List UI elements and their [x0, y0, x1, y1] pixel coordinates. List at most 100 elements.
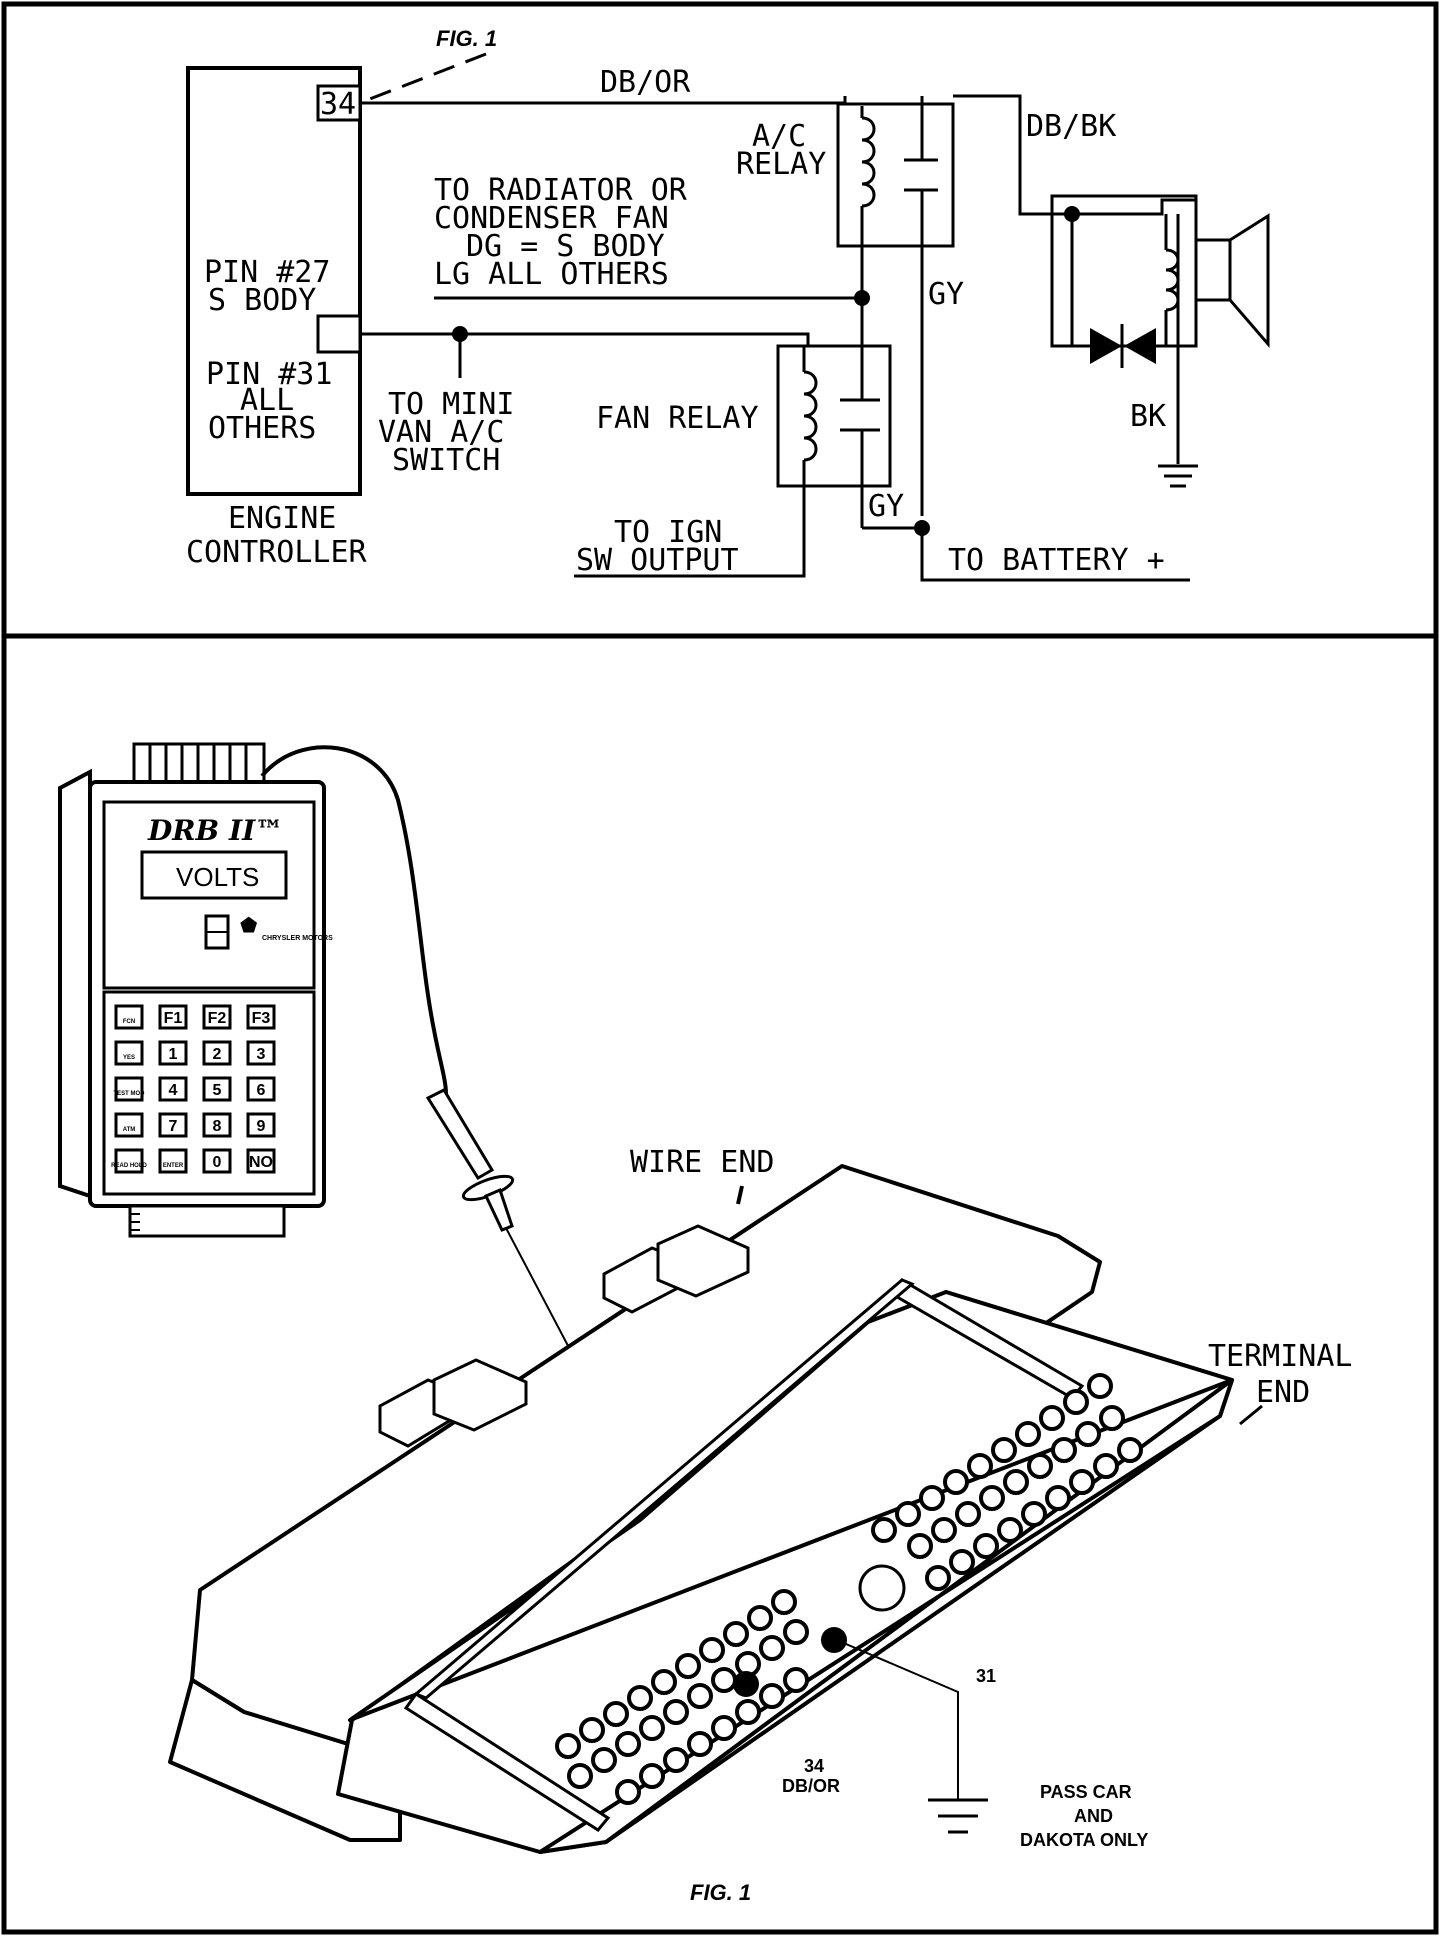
terminal-end-line-2: END — [1256, 1375, 1310, 1410]
pin-cavity — [907, 1533, 933, 1559]
pin-cavity — [931, 1517, 957, 1543]
pin-cavity — [711, 1667, 737, 1693]
radiator-note-line-4: LG ALL OTHERS — [434, 257, 669, 292]
tester-key[interactable] — [114, 1040, 144, 1066]
tester-key[interactable] — [246, 1004, 276, 1030]
ground-note-line-1: PASS CAR — [1040, 1782, 1132, 1802]
pin-31-highlight — [821, 1627, 847, 1653]
tester-key-label: F1 — [164, 1010, 183, 1027]
pin-cavity — [1027, 1453, 1053, 1479]
pin-cavity — [955, 1501, 981, 1527]
pin-cavity — [1003, 1469, 1029, 1495]
tester-key-label: F2 — [208, 1010, 227, 1027]
tester-key[interactable] — [158, 1004, 188, 1030]
ign-line-2: SW OUTPUT — [576, 543, 739, 578]
tester-bottom-connector — [128, 1204, 286, 1238]
pin-cavity — [991, 1437, 1017, 1463]
tester-key[interactable] — [114, 1076, 144, 1102]
pin-cavity — [783, 1667, 809, 1693]
tester-key[interactable] — [202, 1004, 232, 1030]
tester-key[interactable] — [246, 1076, 276, 1102]
pin-cavity — [943, 1469, 969, 1495]
tester-brand: DRB II™ — [147, 814, 283, 847]
tester-key-label: 2 — [213, 1046, 222, 1063]
pin-cavity — [615, 1731, 641, 1757]
pin-cavity — [1075, 1421, 1101, 1447]
pin-cavity — [567, 1763, 593, 1789]
connector-keyway — [858, 1564, 906, 1612]
pin-cavity — [771, 1589, 797, 1615]
tester-key[interactable] — [202, 1112, 232, 1138]
ac-relay-coil — [861, 116, 876, 208]
terminal-end-arrow — [1239, 1404, 1263, 1426]
fan-symbol-cone — [1228, 213, 1270, 349]
wire-db-bk-label: DB/BK — [1026, 109, 1116, 144]
tester-key[interactable] — [158, 1148, 188, 1174]
tester-key[interactable] — [114, 1112, 144, 1138]
fan-symbol-body — [1194, 238, 1232, 302]
tester-key-label: 0 — [213, 1154, 222, 1171]
pin-cavity — [1045, 1485, 1071, 1511]
wire-bk-label: BK — [1130, 399, 1166, 434]
tester-key[interactable] — [246, 1148, 276, 1174]
ign-line-1: TO IGN — [614, 515, 722, 550]
pin-cavity — [579, 1717, 605, 1743]
pin-cavity — [1063, 1389, 1089, 1415]
tester-key[interactable] — [158, 1076, 188, 1102]
tester-key[interactable] — [114, 1004, 144, 1030]
tester-key[interactable] — [202, 1148, 232, 1174]
tester-logo: CHRYSLER MOTORS — [262, 935, 333, 942]
pin-cavity — [895, 1501, 921, 1527]
tester-key-label: FCN — [123, 1019, 135, 1025]
radiator-note-line-3: DG = S BODY — [466, 229, 665, 264]
pin-cavity — [663, 1747, 689, 1773]
pin-cavity — [1021, 1501, 1047, 1527]
tester-key[interactable] — [246, 1112, 276, 1138]
connector-rails — [403, 1278, 1085, 1832]
tester-key[interactable] — [114, 1148, 144, 1174]
pin-cavity — [1039, 1405, 1065, 1431]
wire-ign — [574, 486, 806, 578]
pin-cavity — [997, 1517, 1023, 1543]
mini-van-line-2: VAN A/C — [378, 415, 504, 450]
wire-db-or-label: DB/OR — [600, 65, 691, 100]
pin-cavity — [759, 1635, 785, 1661]
tester-side — [58, 768, 92, 1199]
tester-key[interactable] — [158, 1112, 188, 1138]
tester-key[interactable] — [202, 1040, 232, 1066]
pin-34-callout-line-2: DB/OR — [782, 1776, 840, 1796]
probe-cable — [260, 745, 448, 1095]
pin-cavity — [591, 1747, 617, 1773]
wire-end-label: WIRE END — [630, 1145, 775, 1180]
tester-key-label: 1 — [169, 1046, 178, 1063]
fan-motor-coil — [1165, 248, 1180, 312]
tester-key[interactable] — [246, 1040, 276, 1066]
pin-cavity — [1015, 1421, 1041, 1447]
wire-pin-31 — [360, 332, 810, 346]
connector-latches — [378, 1224, 750, 1448]
tester-key-label: READ HOLD — [111, 1163, 147, 1169]
diode-left — [1090, 328, 1122, 364]
pin-cavity — [687, 1731, 713, 1757]
pin-cavity — [973, 1533, 999, 1559]
tester-key-label: 3 — [257, 1046, 266, 1063]
pin-31-ground-lead — [845, 1643, 959, 1800]
ac-relay-line-1: A/C — [752, 119, 806, 154]
pin-cavity — [1117, 1437, 1143, 1463]
pin-27-31-box — [316, 314, 362, 354]
fan-relay-coil — [803, 370, 818, 462]
radiator-note-line-1: TO RADIATOR OR — [434, 173, 688, 208]
tester-key[interactable] — [202, 1076, 232, 1102]
pin-cavity — [711, 1715, 737, 1741]
pin-cavity — [639, 1763, 665, 1789]
mini-van-line-1: TO MINI — [388, 387, 514, 422]
pin-cavity — [615, 1779, 641, 1805]
pin-cavity — [1093, 1453, 1119, 1479]
pin-31-line-1: PIN #31 — [206, 357, 332, 392]
pin-cavity — [783, 1619, 809, 1645]
pin-cavity — [603, 1701, 629, 1727]
tester-key[interactable] — [158, 1040, 188, 1066]
